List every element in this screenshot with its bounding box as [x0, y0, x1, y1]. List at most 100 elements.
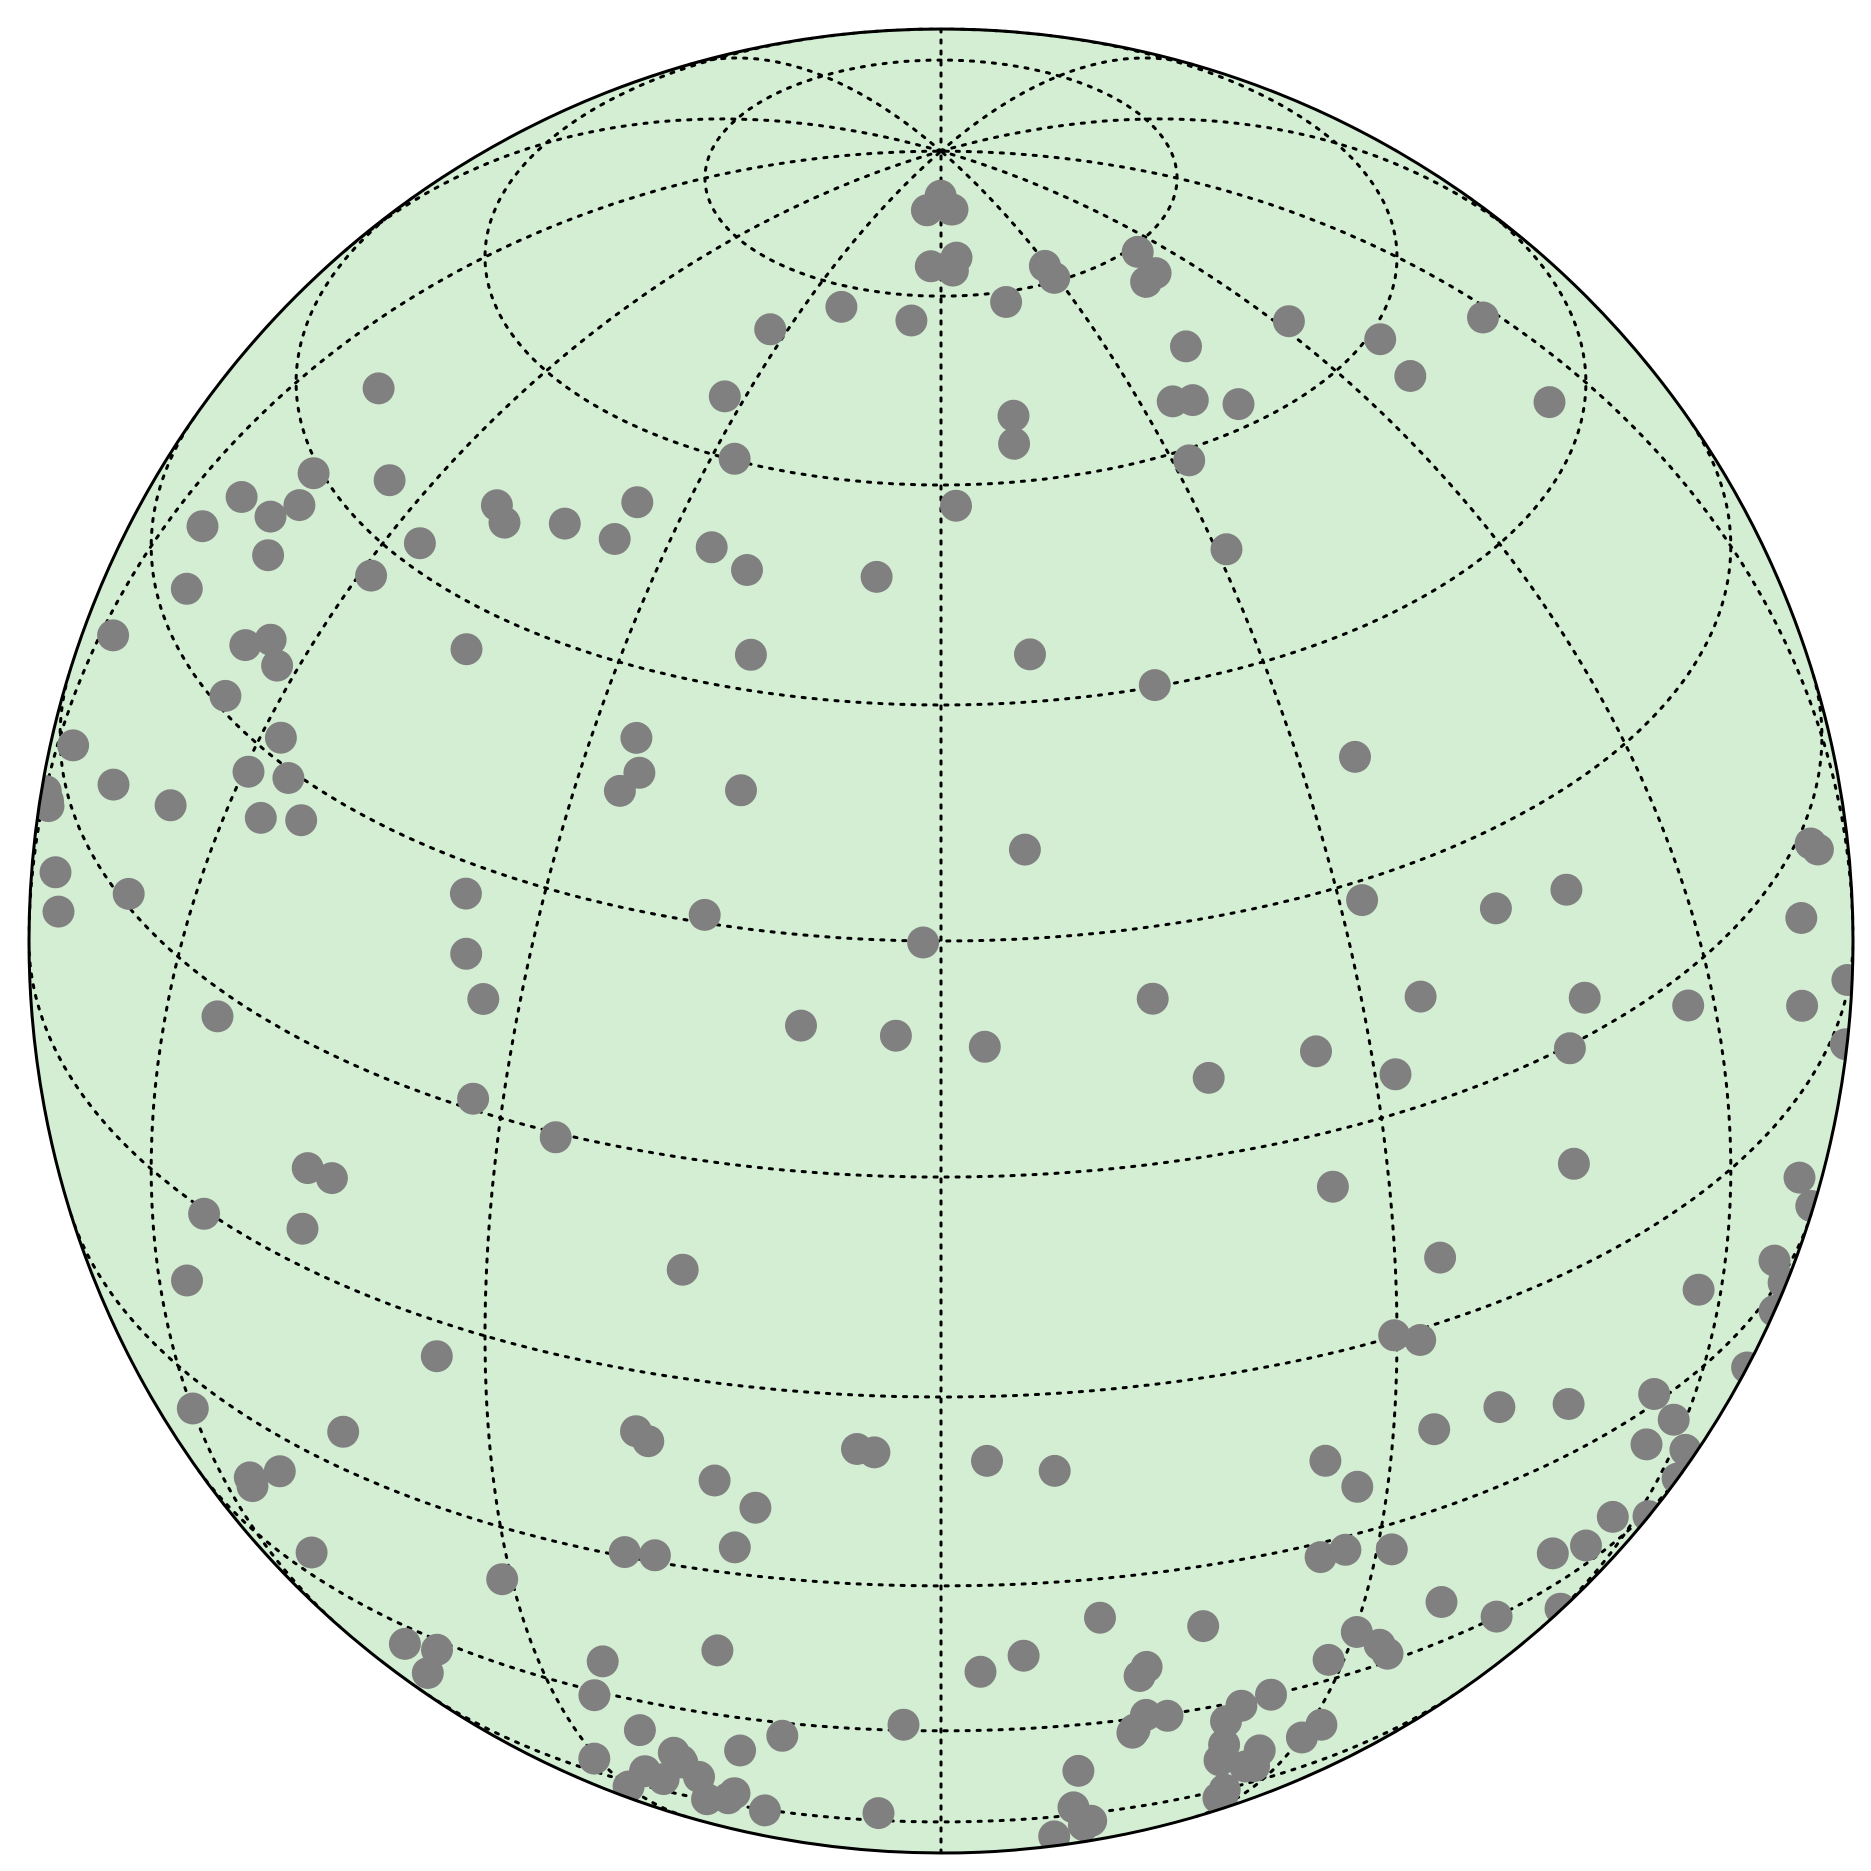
graticule-meridian: [687, 56, 943, 153]
scatter-point: [725, 774, 757, 807]
scatter-point: [578, 1679, 611, 1712]
scatter-point: [403, 527, 436, 560]
scatter-points: [29, 179, 1853, 1853]
scatter-point: [936, 254, 969, 287]
scatter-point: [1309, 1444, 1342, 1477]
scatter-point: [252, 539, 285, 572]
scatter-point: [1657, 1403, 1690, 1436]
scatter-point: [254, 623, 287, 656]
scatter-point: [1424, 1241, 1457, 1274]
scatter-point: [244, 801, 277, 834]
scatter-point: [327, 1415, 360, 1448]
scatter-point: [748, 1794, 781, 1827]
scatter-point: [1038, 1454, 1071, 1487]
scatter-point: [297, 457, 330, 490]
graticule-meridian: [343, 117, 943, 253]
scatter-point: [990, 286, 1023, 318]
scatter-point: [638, 1539, 671, 1572]
scatter-point: [1404, 1324, 1437, 1356]
graticule-meridian: [939, 117, 1539, 253]
scatter-point: [1084, 1601, 1116, 1634]
scatter-point: [1371, 1637, 1404, 1670]
scatter-point: [362, 372, 395, 405]
scatter-point: [860, 560, 893, 593]
scatter-point: [718, 1777, 751, 1810]
scatter-point: [1536, 1537, 1569, 1570]
scatter-point: [1151, 1699, 1184, 1732]
scatter-point: [57, 729, 90, 762]
graticule-parallel: [58, 673, 1824, 1179]
globe-outline: [27, 27, 1855, 1855]
scatter-point: [1121, 235, 1154, 268]
graticule-meridian: [939, 149, 1399, 1819]
scatter-point: [188, 1197, 221, 1230]
scatter-point: [1312, 1643, 1345, 1676]
scatter-point: [286, 1212, 319, 1245]
scatter-point: [1139, 257, 1172, 290]
scatter-point: [623, 1714, 656, 1747]
scatter-point: [261, 649, 294, 682]
scatter-point: [1364, 323, 1397, 356]
scatter-point: [754, 313, 787, 346]
scatter-point: [449, 877, 482, 910]
scatter-point: [620, 721, 653, 754]
scatter-point: [1210, 1705, 1242, 1738]
scatter-point: [1300, 1035, 1332, 1068]
scatter-point: [997, 399, 1030, 432]
scatter-point: [373, 464, 406, 497]
scatter-point: [632, 1425, 665, 1458]
scatter-point: [1379, 1058, 1412, 1091]
scatter-point: [1038, 261, 1071, 294]
scatter-point: [1552, 1388, 1585, 1420]
scatter-point: [1533, 386, 1566, 419]
scatter-point: [201, 1000, 234, 1033]
scatter-point: [467, 983, 500, 1015]
scatter-point: [1272, 305, 1305, 338]
scatter-point: [1767, 1266, 1800, 1299]
scatter-point: [39, 856, 72, 889]
graticule: [27, 27, 1855, 1855]
scatter-point: [1550, 873, 1583, 906]
scatter-point: [825, 290, 858, 323]
scatter-point: [1014, 638, 1046, 671]
scatter-point: [421, 1633, 453, 1666]
scatter-point: [1304, 1541, 1337, 1574]
scatter-point: [1138, 669, 1171, 702]
scatter-point: [1557, 1147, 1590, 1180]
scatter-point: [209, 679, 242, 712]
scatter-point: [936, 193, 969, 226]
scatter-point: [285, 804, 318, 837]
scatter-point: [1831, 964, 1853, 996]
scatter-point: [1568, 981, 1601, 1014]
scatter-point: [1341, 1470, 1374, 1503]
scatter-point: [1075, 1804, 1108, 1837]
graticule-parallel: [149, 416, 1733, 943]
scatter-point: [1553, 1032, 1586, 1065]
scatter-point: [1783, 1161, 1816, 1194]
graticule-parallel: [294, 196, 1588, 707]
scatter-point: [608, 1536, 641, 1569]
scatter-point: [1222, 388, 1255, 421]
scatter-point: [225, 481, 258, 513]
scatter-point: [272, 762, 305, 794]
scatter-point: [964, 1655, 997, 1688]
scatter-point: [186, 510, 219, 543]
scatter-point: [739, 1491, 772, 1524]
scatter-point: [1596, 1500, 1629, 1533]
scatter-point: [698, 1464, 731, 1497]
scatter-point: [724, 1734, 757, 1767]
scatter-point: [450, 937, 483, 970]
scatter-point: [486, 1563, 519, 1596]
scatter-point: [998, 427, 1031, 460]
scatter-point: [29, 775, 62, 808]
scatter-point: [1238, 1750, 1271, 1783]
scatter-point: [1192, 1061, 1225, 1094]
scatter-point: [1187, 1610, 1220, 1643]
scatter-point: [1418, 1413, 1451, 1446]
scatter-point: [315, 1162, 348, 1195]
scatter-point: [420, 1340, 453, 1373]
graticule-meridian: [939, 149, 1855, 943]
scatter-point: [1672, 989, 1705, 1022]
scatter-point: [718, 1531, 751, 1564]
scatter-point: [734, 638, 767, 671]
